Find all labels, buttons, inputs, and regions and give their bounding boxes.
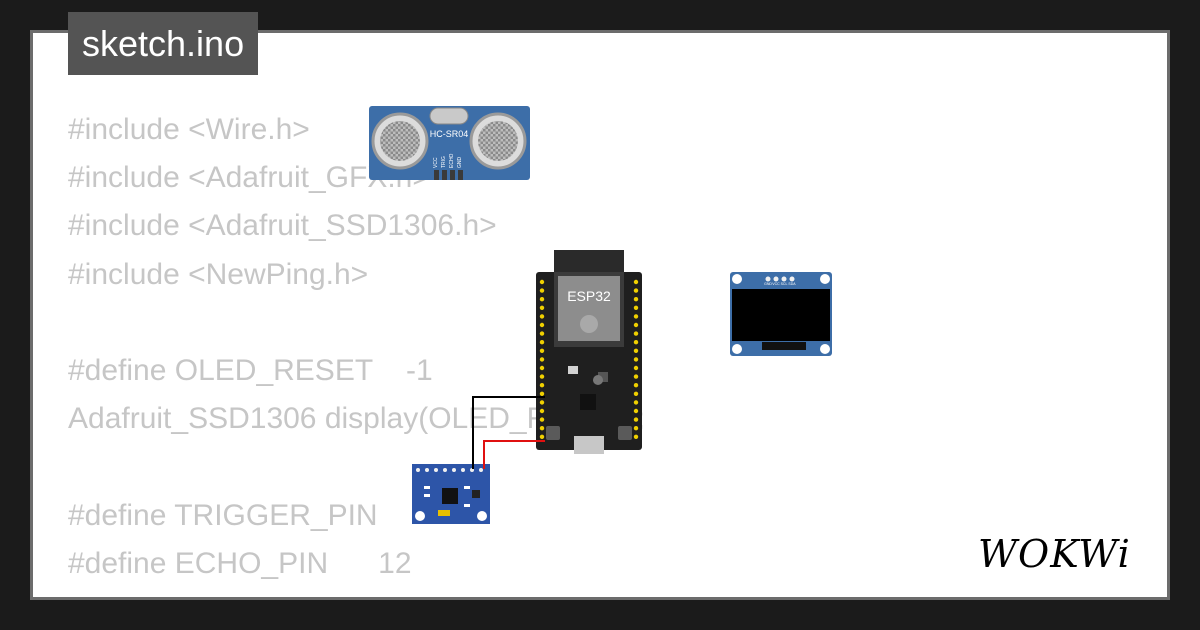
boot-button[interactable] xyxy=(546,426,560,440)
esp32-pin[interactable] xyxy=(539,357,545,362)
esp32-pin[interactable] xyxy=(539,365,545,371)
oled-display[interactable]: GND VCC SCL SDA xyxy=(730,272,832,356)
code-line: #define ECHO_PIN 12 xyxy=(68,546,412,580)
esp32-pin[interactable] xyxy=(633,417,639,422)
esp32-pin[interactable] xyxy=(633,400,639,405)
esp32-pin[interactable] xyxy=(539,314,545,319)
pin-label: GND xyxy=(764,282,772,286)
pin-label: ECHO xyxy=(449,153,455,168)
esp32-label: ESP32 xyxy=(567,288,611,304)
pin-label: VCC xyxy=(433,157,439,168)
wokwi-logo-text: WOKWi xyxy=(978,532,1131,575)
esp32-pin[interactable] xyxy=(539,426,545,431)
mpu6050-module[interactable] xyxy=(412,464,490,524)
esp32-pin[interactable] xyxy=(539,331,545,336)
esp32-pin[interactable] xyxy=(539,391,545,396)
wire[interactable] xyxy=(483,440,545,469)
esp32-pin[interactable] xyxy=(539,408,545,414)
esp32-pin[interactable] xyxy=(633,340,639,345)
esp32-pin[interactable] xyxy=(633,357,639,362)
esp32-pin[interactable] xyxy=(539,305,545,310)
oled-screen xyxy=(732,289,830,341)
hc-sr04-sensor[interactable]: HC-SR04 VCC TRIG ECHO GND xyxy=(368,104,532,194)
code-line: #include <Adafruit_GFX.h> xyxy=(68,161,430,195)
en-button[interactable] xyxy=(618,426,632,440)
hc-sr04-label: HC-SR04 xyxy=(430,129,469,139)
esp32-pin[interactable] xyxy=(633,374,639,379)
esp32-pin[interactable] xyxy=(633,314,639,319)
espressif-logo-icon xyxy=(580,315,598,333)
pin-label: SCL xyxy=(781,282,788,286)
esp32-pin[interactable] xyxy=(539,297,545,302)
wire[interactable] xyxy=(472,396,545,469)
code-line: #define TRIGGER_PIN xyxy=(68,498,378,532)
code-line: #include <Adafruit_SSD1306.h> xyxy=(68,209,497,243)
esp32-board[interactable]: ESP32 xyxy=(536,250,642,458)
code-line: #include <Wire.h> xyxy=(68,113,310,146)
esp32-pin[interactable] xyxy=(633,322,639,328)
esp32-pin[interactable] xyxy=(633,426,639,431)
esp32-pin[interactable] xyxy=(539,383,545,388)
file-tab[interactable]: sketch.ino xyxy=(68,12,259,75)
esp32-pin[interactable] xyxy=(539,340,545,345)
esp32-pin[interactable] xyxy=(633,288,639,293)
esp32-pin[interactable] xyxy=(539,279,545,285)
esp32-pin[interactable] xyxy=(633,391,639,396)
esp32-pin[interactable] xyxy=(633,305,639,310)
code-line: #define OLED_RESET -1 xyxy=(68,353,433,387)
esp32-pin[interactable] xyxy=(633,383,639,388)
esp32-pin[interactable] xyxy=(539,434,545,439)
esp32-pin[interactable] xyxy=(633,408,639,414)
esp32-pin[interactable] xyxy=(539,374,545,379)
code-editor: #include <Wire.h> #include <Adafruit_GFX.… xyxy=(68,106,645,597)
esp32-pin[interactable] xyxy=(633,297,639,302)
esp32-pin[interactable] xyxy=(633,365,639,371)
pin-label: TRIG xyxy=(441,156,447,168)
preview-card: #include <Wire.h> #include <Adafruit_GFX.… xyxy=(33,33,1167,597)
esp32-pin[interactable] xyxy=(539,322,545,328)
esp32-pin[interactable] xyxy=(633,279,639,285)
code-line: #include <NewPing.h> xyxy=(68,257,369,291)
esp32-pin[interactable] xyxy=(633,348,639,353)
wokwi-logo: WOKWi xyxy=(978,532,1131,575)
pin-label: VCC xyxy=(772,282,780,286)
pin-label: SDA xyxy=(788,282,796,286)
esp32-pin[interactable] xyxy=(539,400,545,405)
esp32-pin[interactable] xyxy=(633,434,639,439)
esp32-pin[interactable] xyxy=(539,417,545,422)
esp32-pin[interactable] xyxy=(539,348,545,353)
esp32-pin[interactable] xyxy=(633,331,639,336)
esp32-pin[interactable] xyxy=(539,288,545,293)
pin-label: GND xyxy=(457,157,463,169)
code-line: #define MAX_DISTANCE 200 xyxy=(68,588,645,597)
usb-port xyxy=(574,436,604,454)
